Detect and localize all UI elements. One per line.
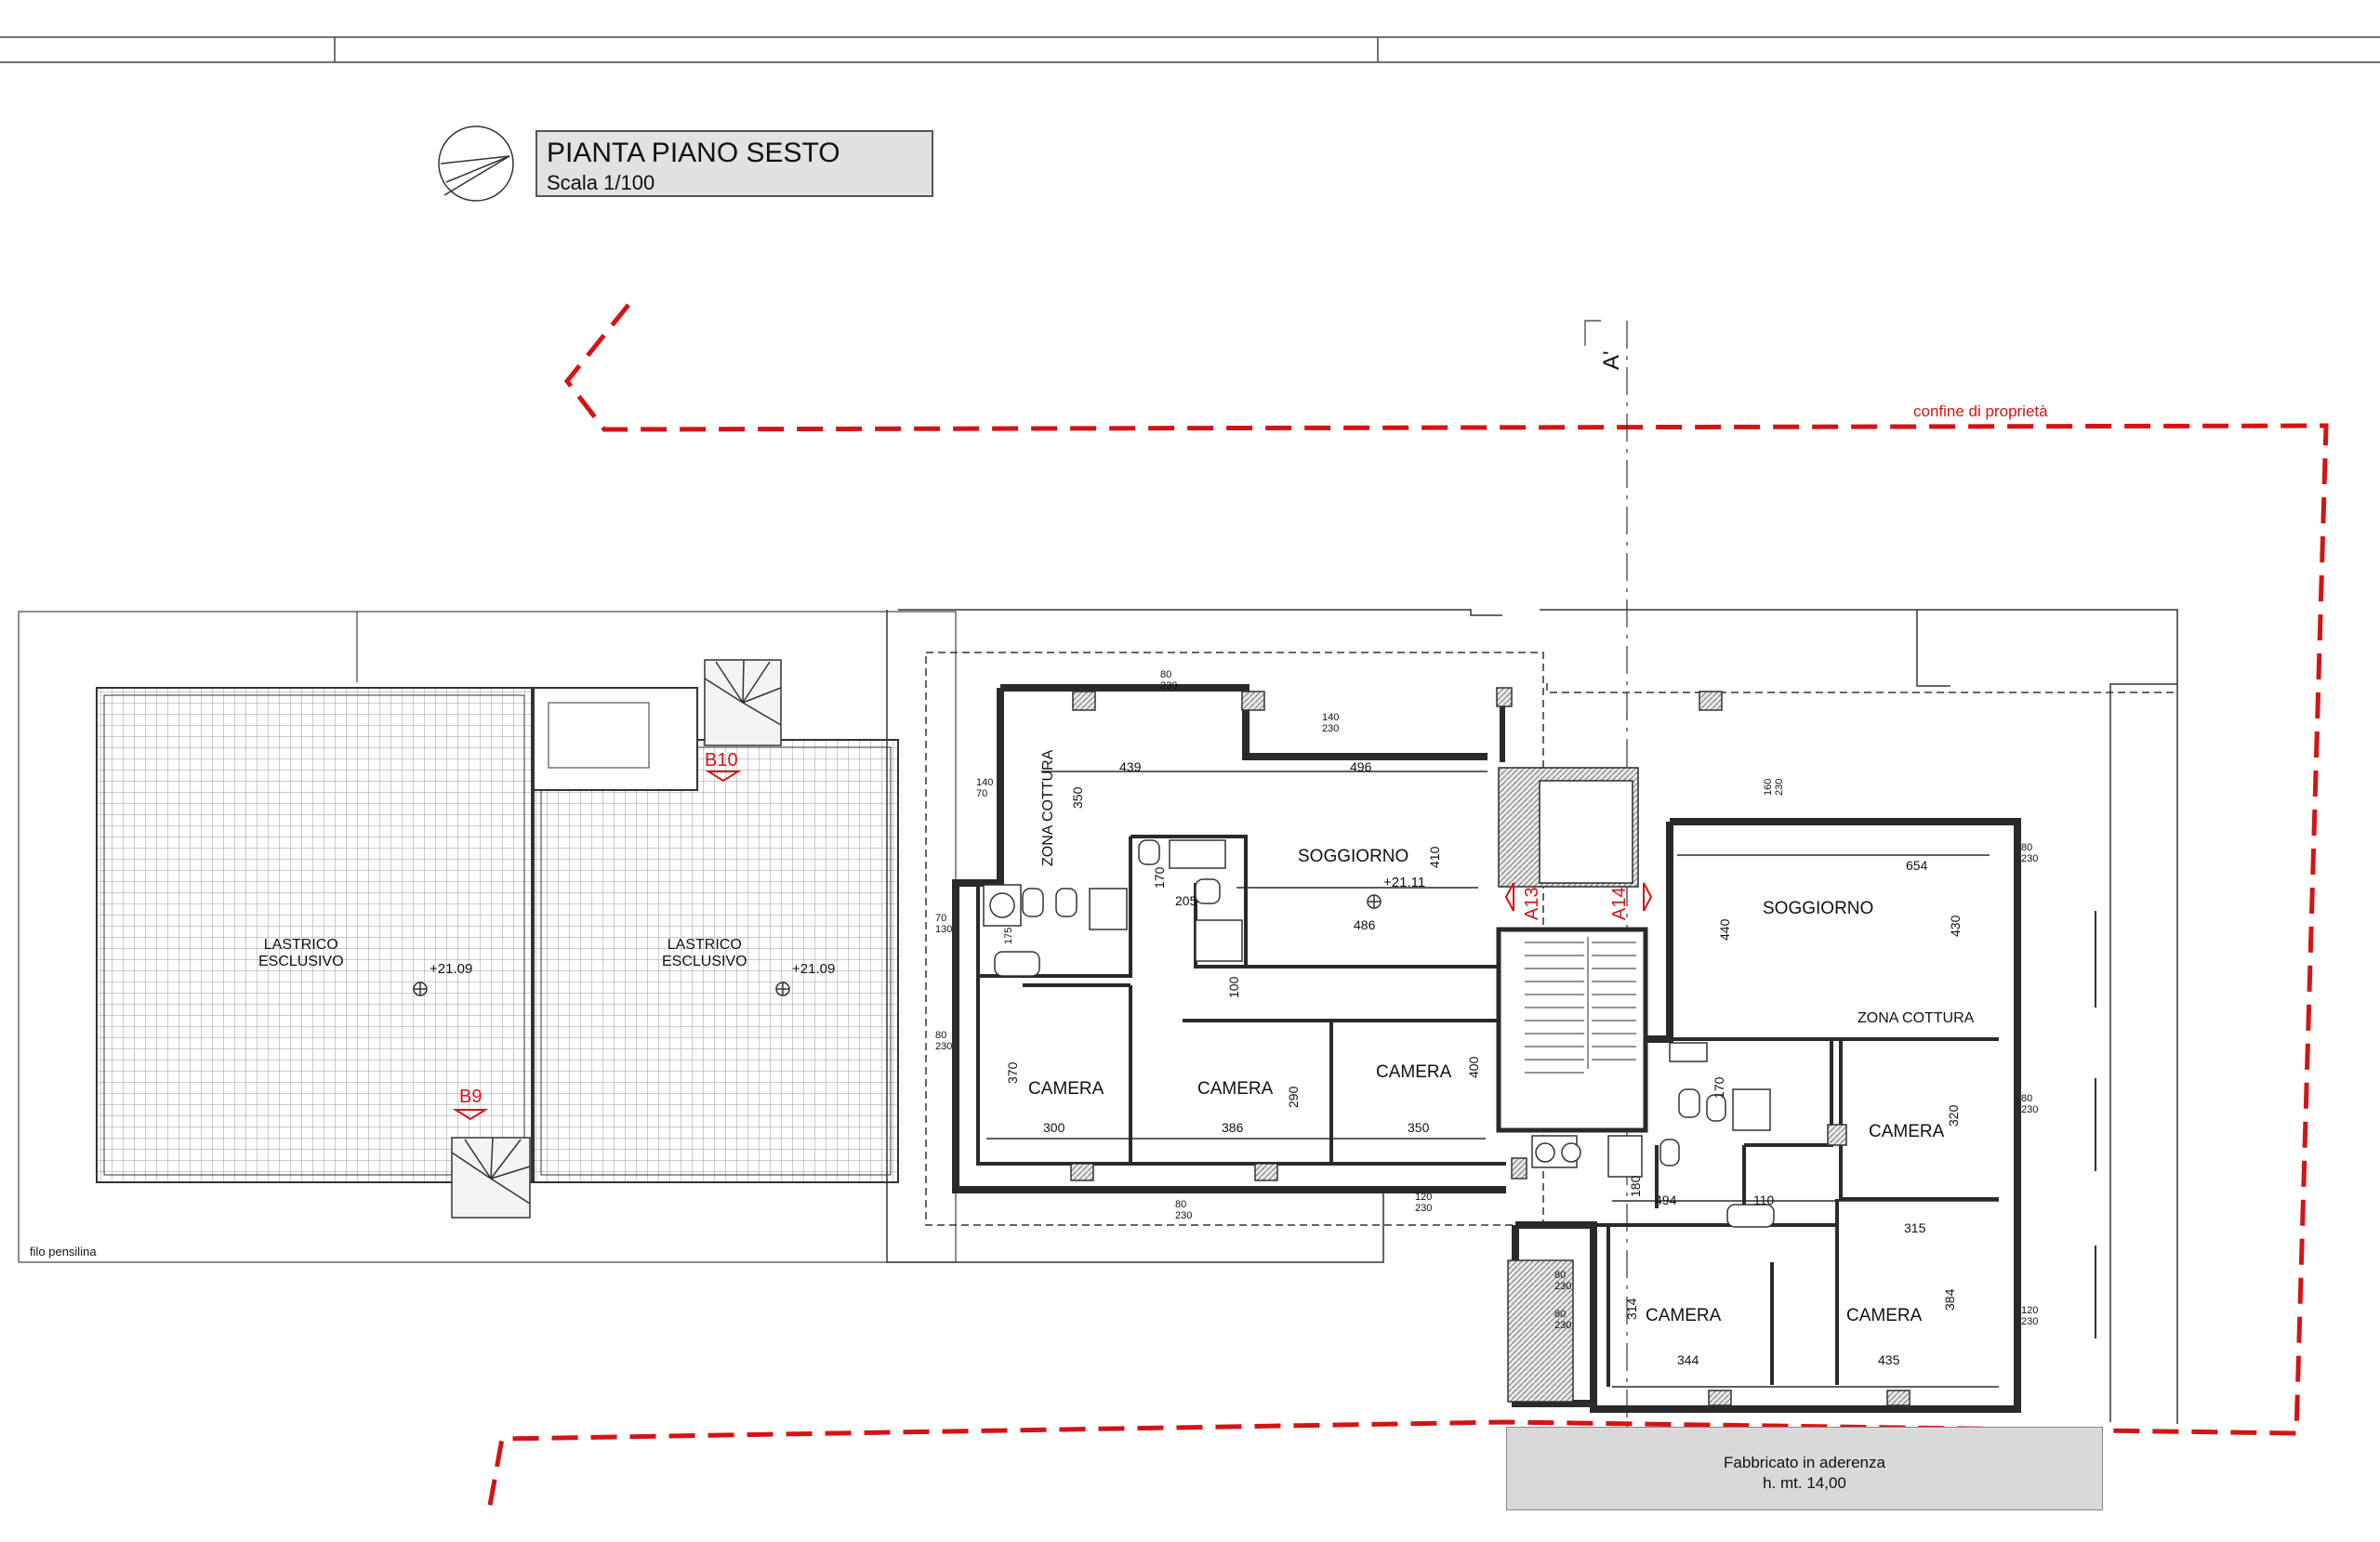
sheet-frame	[0, 36, 2380, 63]
property-boundary	[486, 303, 2329, 1511]
window-160-230: 160 230	[1763, 778, 1786, 796]
pillars-west	[1070, 687, 1513, 1181]
drawing-title: PIANTA PIANO SESTO	[547, 138, 840, 168]
window-70-130: 70 130	[935, 913, 953, 936]
adjacent-building: Fabbricato in aderenza h. mt. 14,00	[1506, 1427, 2103, 1510]
window-140-230: 140 230	[1322, 712, 1340, 735]
fixtures-east	[1507, 1042, 1775, 1403]
dim-486: 486	[1354, 917, 1376, 932]
window-120-230-east: 120 230	[2021, 1305, 2039, 1328]
dim-350-vertical: 350	[1070, 786, 1085, 809]
west-bedroom-2-label: CAMERA	[1197, 1079, 1274, 1099]
dim-370: 370	[1005, 1061, 1020, 1084]
dim-314: 314	[1624, 1298, 1639, 1320]
west-living-elevation: +21.11	[1383, 875, 1426, 890]
dim-410: 410	[1427, 846, 1442, 868]
east-kitchen-label: ZONA COTTURA	[1858, 1010, 1975, 1026]
dim-300: 300	[1043, 1120, 1065, 1135]
canopy-line-label: filo pensilina	[30, 1245, 97, 1259]
dim-386: 386	[1222, 1120, 1244, 1135]
marker-b10: B10	[705, 750, 738, 771]
terrace-west-elevation: +21.09	[430, 961, 473, 977]
dim-496: 496	[1350, 759, 1372, 774]
apartment-east-partitions	[1593, 854, 1999, 1388]
adjacent-building-height: h. mt. 14,00	[1763, 1474, 1846, 1492]
dim-175: 175	[1003, 927, 1014, 944]
west-bedroom-3-label: CAMERA	[1376, 1062, 1452, 1082]
dim-654: 654	[1906, 858, 1928, 873]
west-living-room-label: SOGGIORNO	[1298, 847, 1409, 866]
window-80-230-east-d: 80 230	[1554, 1309, 1572, 1332]
dim-439: 439	[1119, 759, 1142, 774]
west-kitchen-label: ZONA COTTURA	[1040, 749, 1056, 866]
window-80-230-west-a: 80 230	[935, 1030, 953, 1053]
window-80-230-west-b: 80 230	[1160, 669, 1178, 692]
dim-170-east: 170	[1712, 1076, 1726, 1099]
drawing-scale: Scala 1/100	[547, 171, 655, 194]
west-bedroom-1-label: CAMERA	[1028, 1079, 1104, 1099]
title-block: PIANTA PIANO SESTO Scala 1/100	[536, 130, 933, 197]
dim-350: 350	[1408, 1120, 1430, 1135]
north-arrow	[438, 125, 514, 202]
window-120-230-west: 120 230	[1415, 1192, 1433, 1215]
dim-180: 180	[1628, 1175, 1643, 1197]
dim-205: 205	[1175, 893, 1197, 908]
terrace-east	[533, 687, 899, 1183]
fixtures-west	[983, 839, 1243, 977]
apartment-west-partitions	[978, 771, 1506, 1164]
dim-430: 430	[1948, 915, 1963, 937]
adjacent-building-label: Fabbricato in aderenza	[1724, 1454, 1885, 1471]
dim-435: 435	[1878, 1352, 1900, 1367]
east-bedroom-3-label: CAMERA	[1846, 1306, 1923, 1325]
east-bedroom-1-label: CAMERA	[1869, 1122, 1945, 1141]
dim-400: 400	[1466, 1056, 1481, 1078]
window-80-230-east-b: 80 230	[2021, 1093, 2039, 1116]
window-80-230-east-c: 80 230	[1554, 1270, 1572, 1293]
dim-320: 320	[1946, 1104, 1961, 1127]
window-80-230-east-a: 80 230	[2021, 842, 2039, 865]
dim-100: 100	[1226, 976, 1241, 998]
pillars-east	[1511, 691, 1911, 1406]
window-80-230-west-c: 80 230	[1175, 1199, 1193, 1222]
dim-290: 290	[1286, 1086, 1301, 1108]
marker-b9: B9	[459, 1087, 483, 1107]
property-line-label: confine di proprietà	[1913, 402, 2048, 420]
dim-110: 110	[1753, 1193, 1775, 1207]
building-slab	[886, 609, 2178, 1424]
spiral-stair-top	[704, 659, 782, 746]
dim-494: 494	[1655, 1193, 1677, 1207]
elevation-markers	[413, 894, 1382, 996]
dim-170: 170	[1152, 866, 1167, 889]
section-markers	[452, 771, 1653, 1121]
window-140-70: 140 70	[976, 777, 994, 800]
dim-440: 440	[1717, 918, 1732, 941]
terrace-east-elevation: +21.09	[792, 961, 836, 977]
dim-384: 384	[1942, 1288, 1957, 1311]
dim-344: 344	[1677, 1352, 1699, 1367]
dim-315: 315	[1904, 1220, 1926, 1235]
marker-a13: A13	[1522, 887, 1542, 920]
stair-core	[1496, 767, 1648, 1133]
terrace-west	[96, 687, 533, 1183]
east-bedroom-2-label: CAMERA	[1646, 1306, 1722, 1325]
marker-a14: A14	[1609, 887, 1630, 920]
section-label-top: A'	[1599, 350, 1624, 370]
spiral-stair-bottom	[451, 1137, 531, 1219]
east-living-room-label: SOGGIORNO	[1763, 899, 1874, 918]
